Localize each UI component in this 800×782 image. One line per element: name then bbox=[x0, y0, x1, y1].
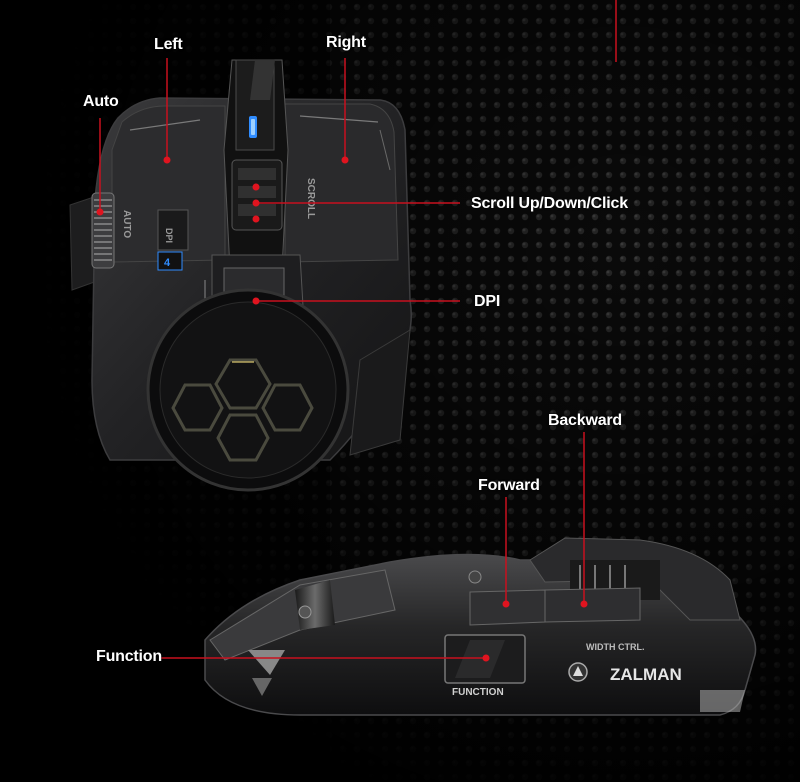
callout-leaders bbox=[99, 0, 617, 659]
backward-label: Backward bbox=[548, 412, 622, 429]
width-ctrl-marking: WIDTH CTRL. bbox=[586, 642, 645, 652]
forward-marker-dot bbox=[502, 600, 510, 608]
function-marking: FUNCTION bbox=[452, 687, 504, 698]
dpi-marking: DPI bbox=[164, 228, 174, 243]
right-marker-dot bbox=[341, 156, 349, 164]
function-marker-dot bbox=[482, 654, 490, 662]
function-label: Function bbox=[96, 648, 162, 665]
scroll-label: Scroll Up/Down/Click bbox=[471, 195, 628, 212]
auto-label: Auto bbox=[83, 93, 119, 110]
mouse-top-view: AUTO DPI 4 SCROLL bbox=[69, 59, 412, 492]
auto-marking: AUTO bbox=[121, 210, 132, 238]
left-label: Left bbox=[154, 36, 183, 53]
dpi-label: DPI bbox=[474, 293, 501, 310]
dpi-marker-dot bbox=[252, 297, 260, 305]
mouse-side-view: WIDTH CTRL. ZALMAN FUNCTION bbox=[204, 537, 757, 716]
callout-markers bbox=[96, 156, 588, 662]
forward-label: Forward bbox=[478, 477, 540, 494]
scroll-click-marker-dot bbox=[252, 199, 260, 207]
backward-marker-dot bbox=[580, 600, 588, 608]
brand-logo-text: ZALMAN bbox=[610, 665, 682, 684]
left-marker-dot bbox=[163, 156, 171, 164]
auto-marker-dot bbox=[96, 208, 104, 216]
scroll-marking: SCROLL bbox=[305, 178, 316, 219]
right-label: Right bbox=[326, 34, 366, 51]
dpi-level-marking: 4 bbox=[164, 257, 171, 269]
scroll-up-marker-dot bbox=[252, 183, 260, 191]
scroll-down-marker-dot bbox=[252, 215, 260, 223]
